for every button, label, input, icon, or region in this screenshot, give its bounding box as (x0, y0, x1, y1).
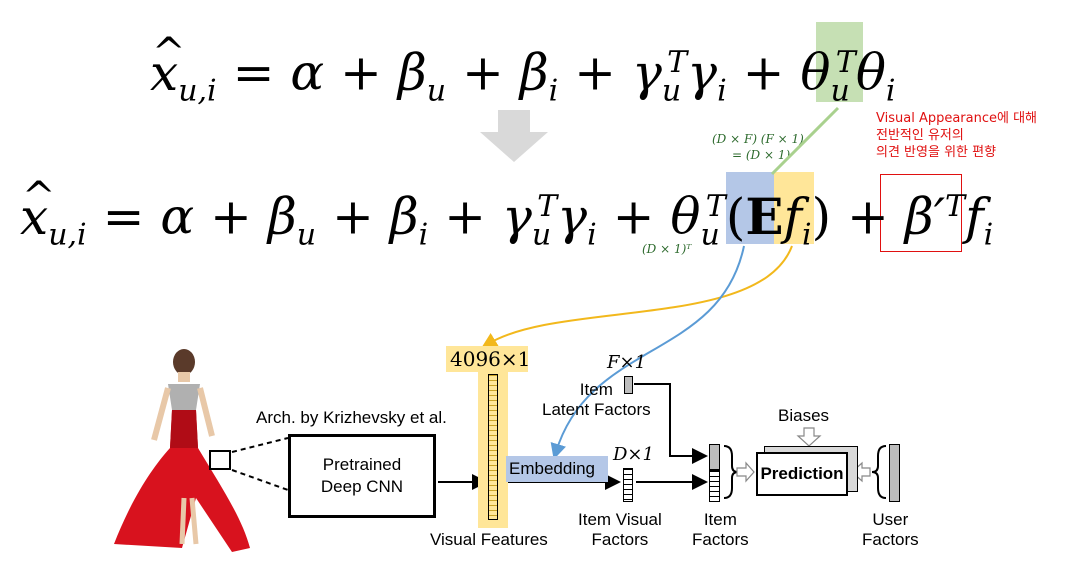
visual-dim-highlight (446, 346, 528, 372)
green-connector (770, 106, 840, 176)
user-factors-label: User Factors (862, 510, 919, 549)
embedding-highlight (506, 456, 608, 482)
visual-features-bar (488, 374, 498, 520)
cnn-box: Pretrained Deep CNN (288, 434, 436, 518)
korean-note-line1: Visual Appearance에 대해 (876, 111, 1038, 126)
biases-label: Biases (778, 406, 830, 425)
item-factors-bar-bottom (709, 470, 720, 502)
item-visual-label: Item Visual Factors (578, 510, 662, 549)
korean-note-line2: 전반적인 유저의 (876, 128, 964, 143)
embedding-label: Embedding (509, 459, 596, 478)
blue-connector (550, 245, 745, 460)
down-arrow-icon (480, 110, 548, 162)
item-visual-dim: D×1 (613, 444, 654, 465)
theta-i-highlight (816, 22, 863, 102)
item-latent-bar (624, 376, 633, 394)
korean-note: Visual Appearance에 대해 전반적인 유저의 의견 반영을 위한… (876, 110, 1037, 161)
visual-dim: 4096×1 (450, 347, 531, 371)
item-visual-bar (623, 468, 633, 502)
user-factors-bar (889, 444, 900, 502)
E-highlight (726, 172, 774, 244)
item-latent-label: Item Latent Factors (542, 380, 651, 419)
equation-top: x^u,i = α + βu + βi + γuTγi + θuTθi (150, 22, 896, 118)
dim-note-line1: (D × F) (F × 1) (712, 132, 804, 146)
cnn-box-label: Pretrained Deep CNN (320, 455, 404, 496)
equation-bottom: x^u,i = α + βu + βi + γuTγi + θuT(Efi) +… (20, 172, 994, 253)
dress-photo (114, 349, 250, 552)
beta-prime-box (880, 174, 962, 252)
prediction-label: Prediction (760, 464, 844, 483)
f-i-highlight (774, 172, 814, 244)
prediction-box: Prediction (756, 452, 848, 496)
item-factors-bar-top (709, 444, 720, 470)
yellow-connector (481, 245, 793, 349)
dim-note-line2: = (D × 1) (732, 148, 791, 162)
item-factors-label: Item Factors (692, 510, 749, 549)
visual-features-label: Visual Features (430, 530, 548, 549)
item-latent-dim: F×1 (607, 352, 647, 373)
theta-dim-note: (D × 1)ᵀ (642, 242, 692, 256)
arch-label: Arch. by Krizhevsky et al. (256, 408, 447, 427)
korean-note-line3: 의견 반영을 위한 편향 (876, 145, 997, 160)
